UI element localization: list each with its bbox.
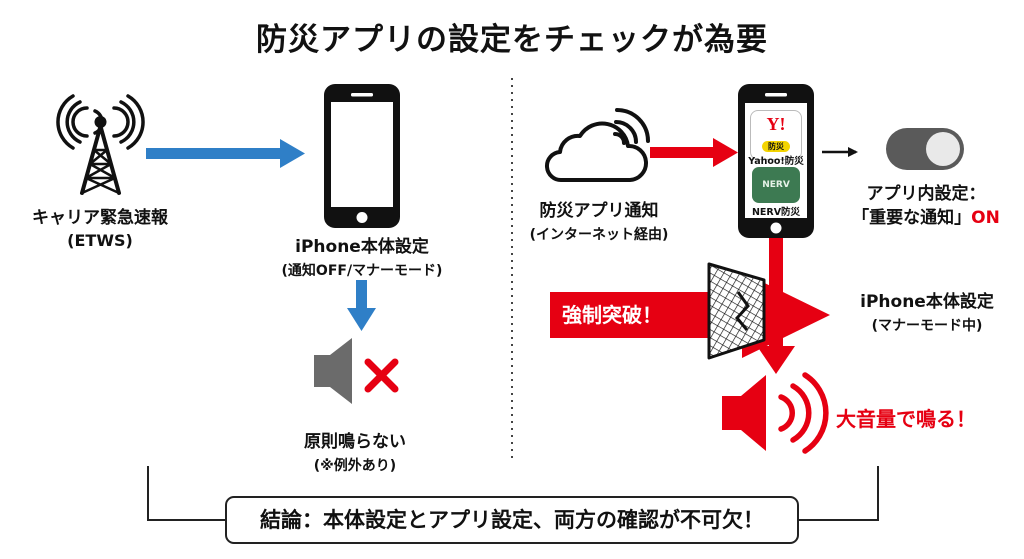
carrier-alert-label: キャリア緊急速報 (ETWS) [20, 203, 180, 250]
phone-icon-left [324, 84, 400, 228]
loud-label: 大音量で鳴る！ [836, 407, 976, 431]
muted-label: 原則鳴らない (※例外あり) [275, 427, 435, 475]
muted-sub: (※例外あり) [313, 458, 397, 474]
right-phone-label: iPhone本体設定 (マナーモード中) [836, 287, 1018, 335]
cloud-label: 防災アプリ通知 (インターネット経由) [514, 196, 684, 244]
app-setting-title: アプリ内設定： [866, 184, 986, 204]
yahoo-bousai-app-icon: Y! 防災 [750, 110, 802, 160]
carrier-alert-sub: (ETWS) [67, 231, 133, 250]
app-setting-label: アプリ内設定： 「重要な通知」ON [846, 182, 1006, 230]
blue-arrow-right [146, 139, 305, 168]
cloud-signal-icon [544, 108, 650, 183]
muted-title: 原則鳴らない [304, 432, 406, 452]
carrier-alert-title: キャリア緊急速報 [32, 208, 168, 228]
loud-speaker-icon [722, 372, 829, 454]
bracket-left [147, 466, 225, 521]
important-notice-text: 「重要な通知」 [852, 208, 972, 228]
broken-net-barrier [707, 262, 766, 360]
cross-icon [364, 358, 399, 393]
bracket-right [799, 466, 879, 521]
cell-tower-icon [56, 94, 145, 195]
left-phone-label: iPhone本体設定 (通知OFF/マナーモード) [262, 232, 462, 280]
nerv-app-icon: NERV [752, 167, 800, 203]
toggle-switch [886, 128, 964, 170]
override-label: 強制突破！ [562, 303, 662, 327]
yahoo-logo: Y! [766, 114, 786, 134]
nerv-app-name: NERV防災 [751, 207, 801, 218]
cloud-sub: (インターネット経由) [529, 227, 669, 243]
left-phone-title: iPhone本体設定 [295, 237, 429, 257]
on-value: ON [971, 208, 1000, 228]
cloud-title: 防災アプリ通知 [539, 201, 659, 221]
yahoo-app-name: Yahoo!防災 [748, 156, 804, 167]
left-phone-sub: (通知OFF/マナーモード) [281, 263, 443, 279]
right-phone-sub: (マナーモード中) [871, 318, 983, 334]
blue-arrow-down [347, 280, 376, 331]
page-title: 防災アプリの設定をチェックが為要 [256, 22, 768, 58]
conclusion-box: 結論：本体設定とアプリ設定、両方の確認が不可欠！ [225, 496, 799, 544]
muted-speaker-icon [314, 338, 399, 404]
right-phone-title: iPhone本体設定 [860, 292, 994, 312]
red-arrow-right [650, 138, 738, 167]
red-arrow-down [757, 238, 795, 374]
bousai-badge: 防災 [762, 141, 790, 152]
